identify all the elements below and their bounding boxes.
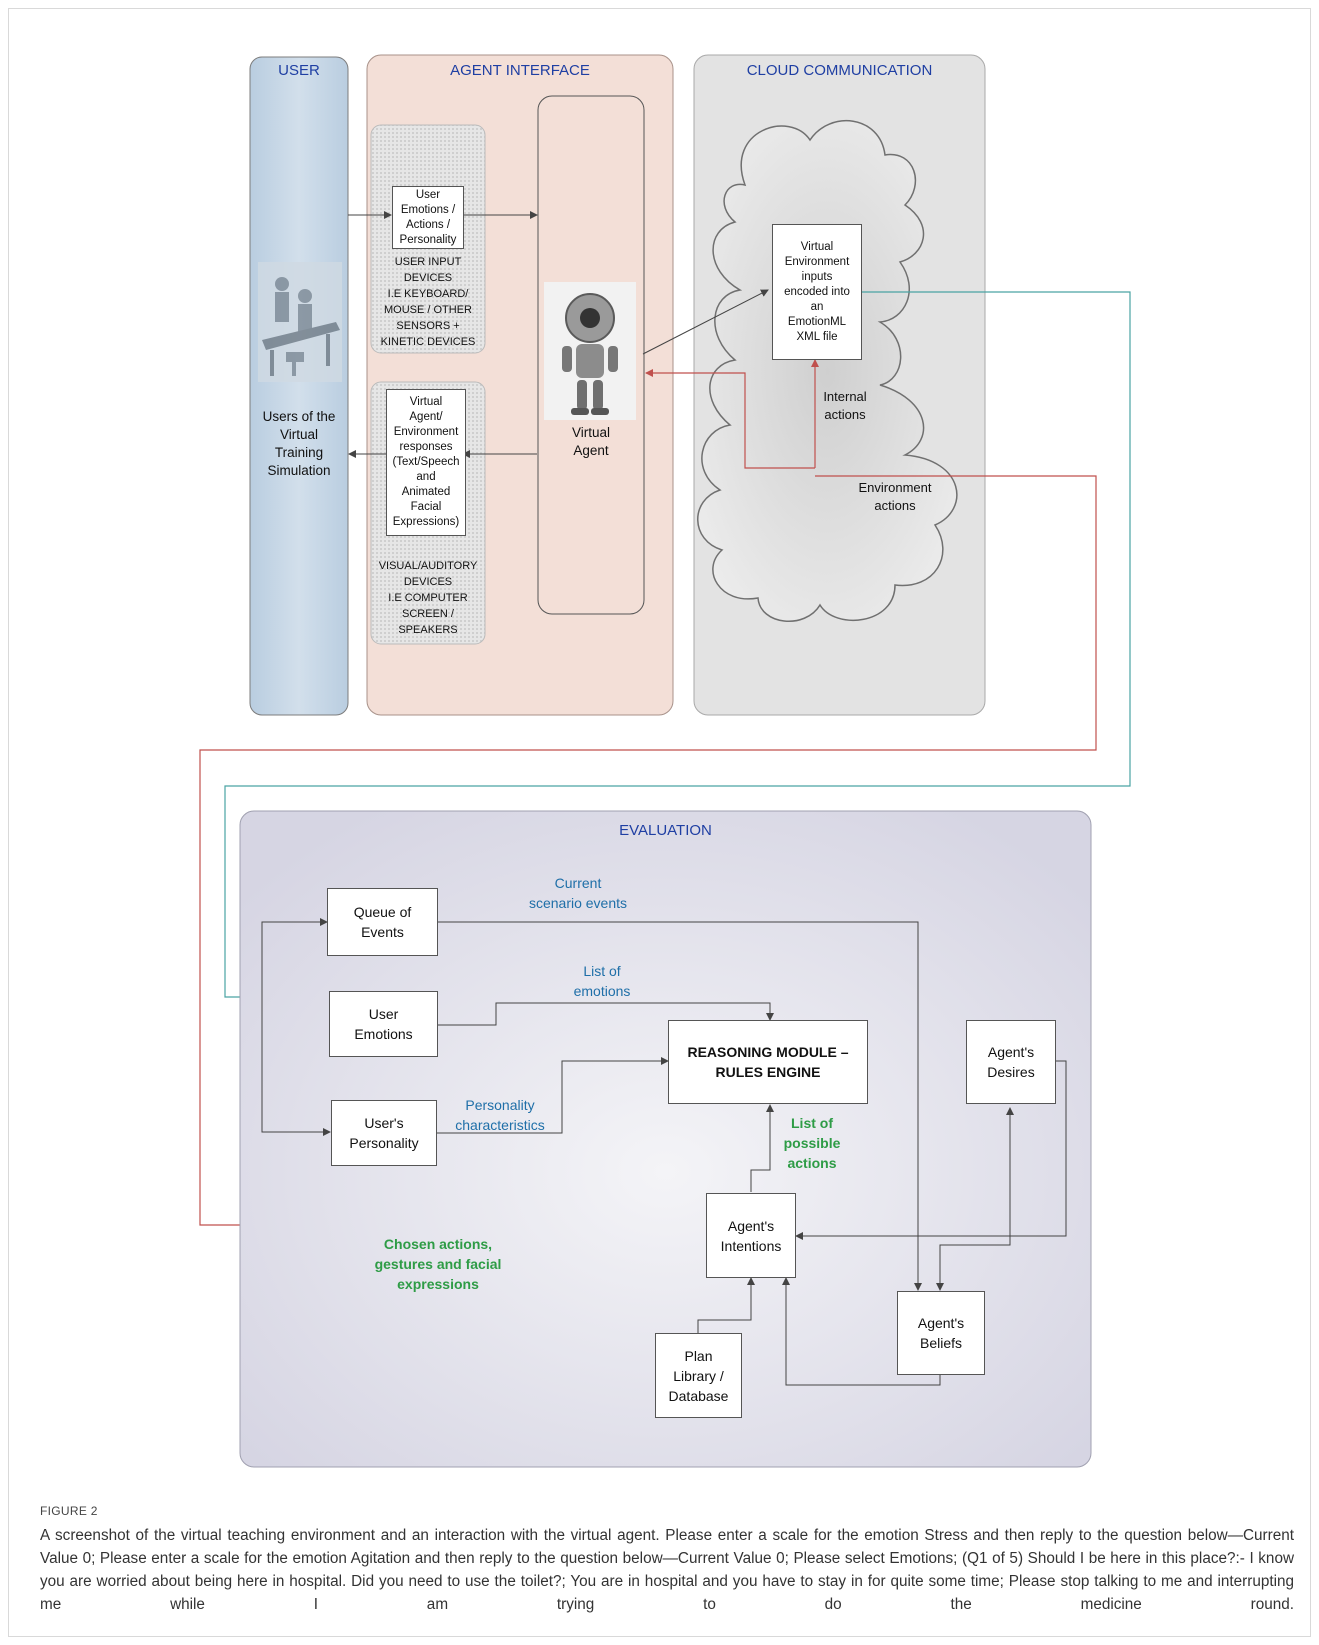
robot-icon: [544, 282, 636, 420]
users-at-computers-icon: [258, 262, 342, 382]
chosen-actions-label: Chosen actions,gestures and facial expre…: [374, 1236, 502, 1292]
user-lane: [249, 56, 349, 716]
figure-caption: FIGURE 2 A screenshot of the virtual tea…: [40, 1504, 1294, 1616]
evaluation-lane: [239, 810, 1092, 1468]
figure-heading: FIGURE 2: [40, 1504, 98, 1518]
figure-caption-text: A screenshot of the virtual teaching env…: [40, 1527, 1294, 1613]
cloud-lane-title: CLOUD COMMUNICATION: [746, 62, 933, 79]
agent-interface-lane-title: AGENT INTERFACE: [450, 62, 590, 79]
virtual-agent-column: [537, 95, 645, 615]
cloud-shape: [697, 119, 958, 622]
evaluation-lane-title: EVALUATION: [619, 822, 712, 839]
reasoning-module-box: REASONING MODULE –RULES ENGINE: [668, 1020, 868, 1104]
user-lane-title: USER: [278, 62, 320, 79]
